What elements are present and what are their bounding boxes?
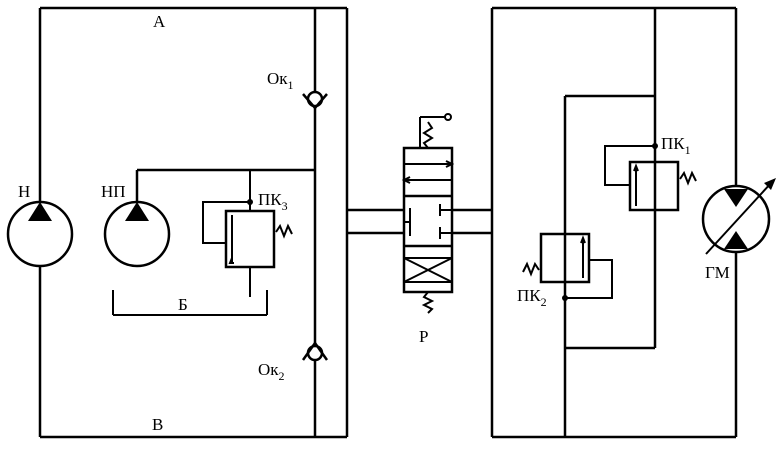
label-hydromotor: ГМ (705, 263, 730, 282)
label-line-b: В (152, 415, 163, 434)
label-drain: Б (178, 295, 188, 314)
boost-pump (103, 168, 315, 268)
motor-arrow-icon (724, 189, 748, 207)
distributor (347, 113, 492, 314)
hydromotor (701, 178, 776, 255)
spring-icon (522, 261, 540, 277)
right-circuit (490, 6, 738, 439)
boost-pump-arrow-icon (125, 202, 149, 221)
label-check-valve-2: Ок2 (258, 360, 285, 383)
relief-valve-3 (202, 170, 293, 297)
pump-arrow-icon (28, 202, 52, 221)
spring-icon (421, 291, 435, 314)
left-circuit (38, 6, 349, 439)
label-relief-valve-3: ПК3 (258, 190, 288, 213)
label-boost-pump: НП (101, 182, 126, 201)
spring-icon (679, 170, 697, 186)
relief-valve-1 (604, 143, 697, 212)
check-valve-1 (302, 90, 328, 110)
spring-icon (422, 121, 434, 149)
motor-arrow-icon (724, 231, 748, 249)
label-distributor: Р (419, 327, 428, 346)
adjustment-arrow-icon (764, 178, 776, 190)
drain-tank (112, 290, 268, 316)
label-check-valve-1: Ок1 (267, 69, 294, 92)
label-relief-valve-1: ПК1 (661, 134, 691, 157)
label-relief-valve-2: ПК2 (517, 286, 547, 309)
check-valve-2 (301, 340, 329, 362)
relief-valve-2 (522, 232, 613, 301)
main-pump (6, 200, 74, 268)
label-main-pump: Н (18, 182, 30, 201)
spring-icon (275, 223, 293, 239)
label-line-a: А (153, 12, 166, 31)
